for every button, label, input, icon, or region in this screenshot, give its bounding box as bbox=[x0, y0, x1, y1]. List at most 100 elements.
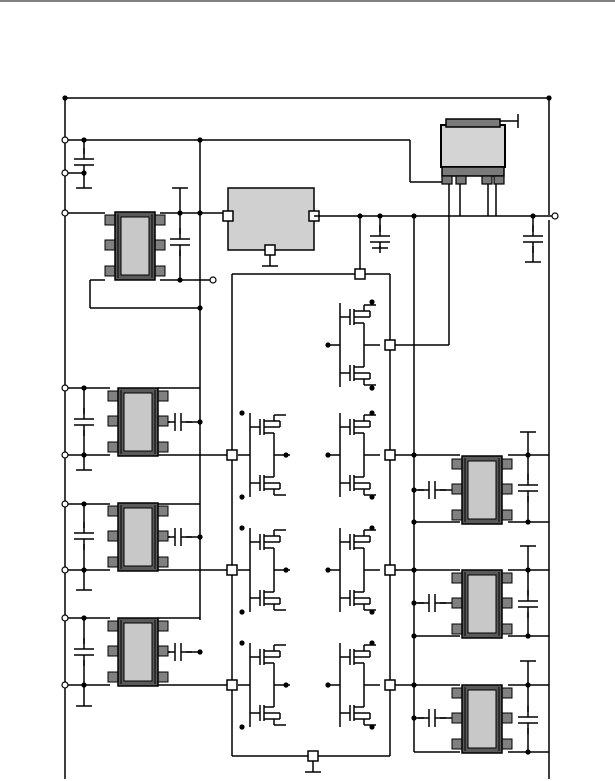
supply-wiring bbox=[314, 184, 552, 752]
input-terminal bbox=[61, 681, 69, 689]
capacitor bbox=[517, 589, 539, 619]
transformer-package bbox=[451, 684, 513, 754]
junction-dot bbox=[411, 567, 417, 573]
bridge-node bbox=[384, 339, 396, 351]
voltage-regulator bbox=[440, 114, 519, 185]
transformer-package bbox=[104, 211, 166, 281]
input-terminal bbox=[61, 566, 69, 574]
junction-dot bbox=[197, 137, 203, 143]
junction-dot bbox=[369, 385, 375, 391]
junction-dot bbox=[197, 210, 203, 216]
input-terminal bbox=[61, 384, 69, 392]
junction-dot bbox=[239, 494, 245, 500]
junction-dot bbox=[62, 95, 68, 101]
junction-dot bbox=[525, 633, 531, 639]
junction-dot bbox=[197, 649, 203, 655]
junction-dot bbox=[325, 342, 331, 348]
bridge-node bbox=[307, 750, 319, 762]
junction-dot bbox=[411, 213, 417, 219]
capacitor bbox=[369, 224, 391, 254]
capacitor bbox=[417, 708, 447, 728]
junction-dot bbox=[239, 724, 245, 730]
junction-dot bbox=[525, 452, 531, 458]
input-terminal bbox=[61, 614, 69, 622]
junction-dot bbox=[411, 452, 417, 458]
bridge-node bbox=[354, 268, 366, 280]
junction-dot bbox=[411, 487, 417, 493]
junction-dot bbox=[283, 567, 289, 573]
capacitor bbox=[169, 227, 191, 257]
capacitor bbox=[517, 705, 539, 735]
output-terminal bbox=[551, 212, 559, 220]
transformer-package bbox=[451, 569, 513, 639]
bridge-node bbox=[384, 449, 396, 461]
junction-dot bbox=[81, 682, 87, 688]
junction-dot bbox=[525, 682, 531, 688]
junction-dot bbox=[239, 609, 245, 615]
junction-dot bbox=[411, 682, 417, 688]
transformer-package bbox=[107, 387, 169, 457]
transformer-package bbox=[107, 502, 169, 572]
input-terminal bbox=[61, 169, 69, 177]
junction-dot bbox=[369, 640, 375, 646]
junction-dot bbox=[546, 95, 552, 101]
junction-dot bbox=[525, 749, 531, 755]
bridge-node bbox=[384, 679, 396, 691]
junction-dot bbox=[411, 600, 417, 606]
bridge-node bbox=[226, 679, 238, 691]
capacitor bbox=[73, 637, 95, 667]
input-terminal bbox=[61, 136, 69, 144]
junction-dot bbox=[177, 210, 183, 216]
junction-dot bbox=[530, 213, 536, 219]
junction-dot bbox=[369, 410, 375, 416]
junction-dot bbox=[377, 213, 383, 219]
mosfet-pair bbox=[237, 412, 291, 498]
mosfet-pair bbox=[327, 412, 381, 498]
junction-dot bbox=[177, 277, 183, 283]
junction-dot bbox=[525, 567, 531, 573]
ic-pin bbox=[222, 210, 234, 222]
controller-ic bbox=[227, 187, 315, 251]
junction-dot bbox=[325, 682, 331, 688]
junction-dot bbox=[325, 452, 331, 458]
junction-dot bbox=[283, 682, 289, 688]
junction-dot bbox=[81, 501, 87, 507]
capacitor bbox=[522, 224, 544, 254]
junction-dot bbox=[369, 724, 375, 730]
bridge-node bbox=[226, 449, 238, 461]
junction-dot bbox=[197, 419, 203, 425]
junction-dot bbox=[325, 567, 331, 573]
bridge-frame bbox=[231, 273, 391, 773]
transformer-package bbox=[451, 455, 513, 525]
mosfet-pair bbox=[327, 527, 381, 613]
junction-dot bbox=[81, 452, 87, 458]
junction-dot bbox=[369, 609, 375, 615]
mosfet-pair bbox=[327, 642, 381, 728]
junction-dot bbox=[411, 633, 417, 639]
capacitor bbox=[73, 407, 95, 437]
junction-dot bbox=[525, 519, 531, 525]
junction-dot bbox=[81, 385, 87, 391]
transformer-package bbox=[107, 617, 169, 687]
junction-dot bbox=[239, 410, 245, 416]
junction-dot bbox=[197, 534, 203, 540]
input-terminal bbox=[61, 451, 69, 459]
junction-dot bbox=[239, 525, 245, 531]
ic-ground bbox=[262, 255, 278, 267]
ic-pin bbox=[264, 244, 276, 256]
junction-dot bbox=[369, 494, 375, 500]
bridge-node bbox=[384, 564, 396, 576]
output-terminal bbox=[209, 276, 217, 284]
junction-dot bbox=[283, 452, 289, 458]
junction-dot bbox=[197, 305, 203, 311]
mosfet-pair bbox=[237, 642, 291, 728]
mosfet-pair bbox=[237, 527, 291, 613]
input-terminal bbox=[61, 209, 69, 217]
junction-dot bbox=[81, 615, 87, 621]
bridge-node bbox=[226, 564, 238, 576]
capacitor bbox=[73, 521, 95, 551]
junction-dot bbox=[369, 299, 375, 305]
mosfet-pair bbox=[327, 302, 381, 388]
capacitor bbox=[417, 593, 447, 613]
